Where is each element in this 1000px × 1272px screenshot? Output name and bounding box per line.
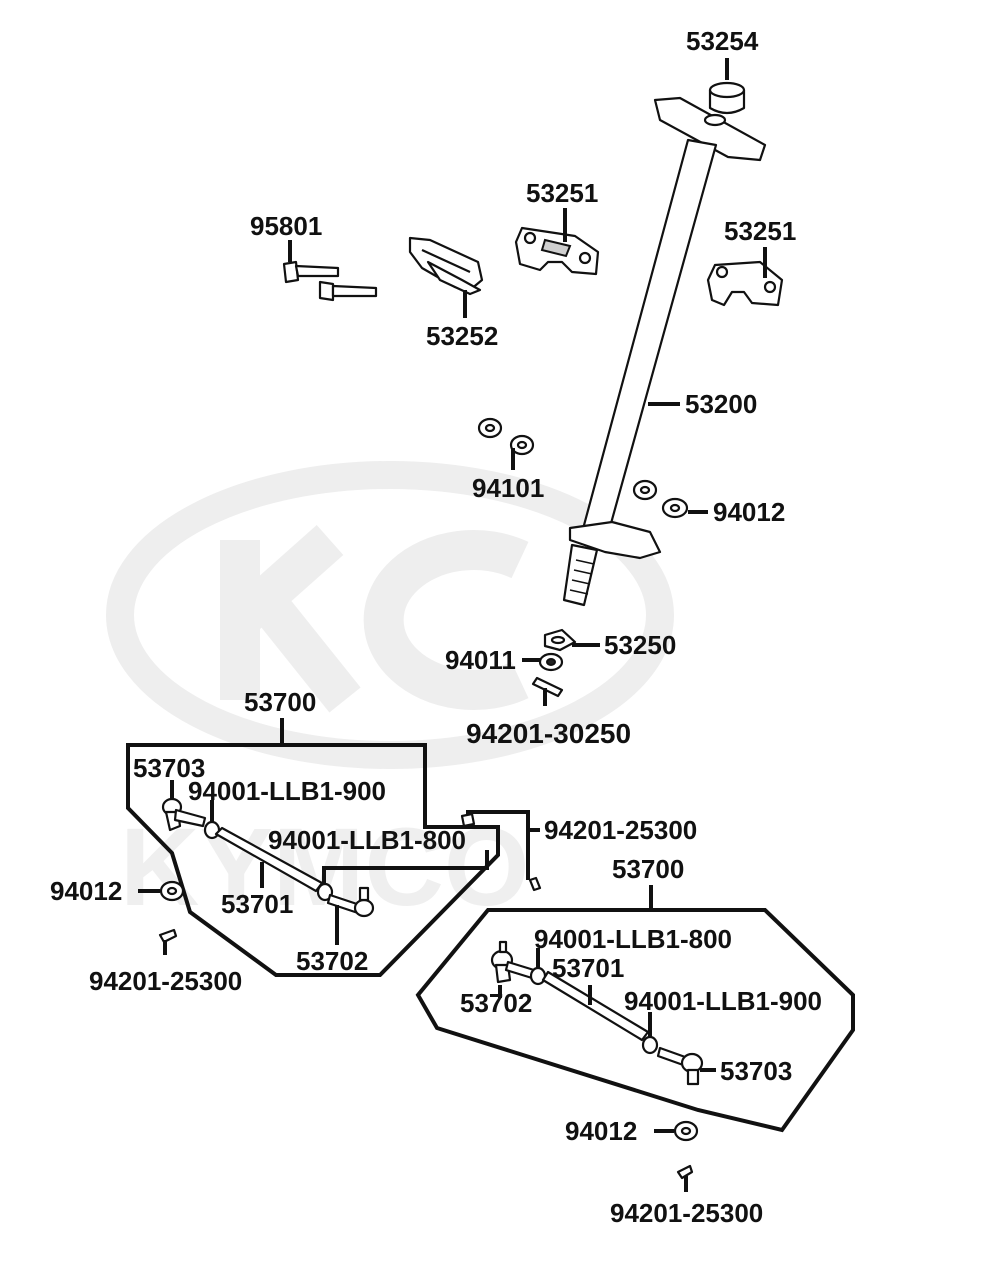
label-94201-25300-left: 94201-25300 xyxy=(89,966,242,996)
nut-94012-top-a xyxy=(632,479,658,501)
bushing-53254 xyxy=(708,81,746,115)
label-53701-right: 53701 xyxy=(552,953,624,983)
label-95801: 95801 xyxy=(250,211,322,241)
nut-94001-llb1-900-right xyxy=(641,1035,659,1055)
label-53252: 53252 xyxy=(426,321,498,351)
label-53702-right: 53702 xyxy=(460,988,532,1018)
handlebar-holder-53251-right xyxy=(706,260,784,307)
tie-rod-assembly-left: 53700 53703 94001-LLB1-900 53701 xyxy=(126,687,500,977)
top-plate-hole xyxy=(703,113,727,127)
washer-53250 xyxy=(543,628,577,652)
label-53250: 53250 xyxy=(604,630,676,660)
label-53254: 53254 xyxy=(686,26,759,56)
nut-94012-left xyxy=(159,880,185,902)
label-53251-right: 53251 xyxy=(724,216,796,246)
group-outline-53700-left xyxy=(126,743,500,977)
label-53703-left: 53703 xyxy=(133,753,205,783)
nut-94001-llb1-800-right xyxy=(529,966,547,986)
castle-nut-94011 xyxy=(538,652,564,672)
ball-joint-53702-left xyxy=(326,886,375,918)
ball-joint-53702-right xyxy=(490,940,536,984)
cotter-pin-94201-25300-left xyxy=(158,928,178,944)
label-94011: 94011 xyxy=(445,645,516,675)
label-94201-25300-mid: 94201-25300 xyxy=(544,815,697,845)
label-53703-right: 53703 xyxy=(720,1056,792,1086)
column-lower-plate xyxy=(568,520,662,560)
label-94001-800-left: 94001-LLB1-800 xyxy=(268,825,466,855)
label-94001-900-right: 94001-LLB1-900 xyxy=(624,986,822,1016)
nut-94101-a xyxy=(477,417,503,439)
label-94012-bottom: 94012 xyxy=(565,1116,637,1146)
label-53701-left: 53701 xyxy=(221,889,293,919)
ball-joint-53703-right xyxy=(656,1046,704,1086)
label-94001-900-left: 94001-LLB1-900 xyxy=(188,776,386,806)
label-53702-left: 53702 xyxy=(296,946,368,976)
bolt-95801-upper xyxy=(282,260,340,284)
bolt-95801-lower xyxy=(318,280,378,302)
group-outline-53700-right xyxy=(415,908,855,1133)
shaft-thread-lines xyxy=(569,559,595,595)
cotter-pin-94201-25300-mid xyxy=(460,812,542,892)
leader-94201-25300-mid xyxy=(466,810,530,880)
tie-rod-assembly-right: 53700 53702 94001-LLB1-800 53701 94001-L… xyxy=(415,854,855,1133)
column-top-plate xyxy=(653,96,767,162)
label-53700-left: 53700 xyxy=(244,687,316,717)
label-94101: 94101 xyxy=(472,473,544,503)
label-53700-right: 53700 xyxy=(612,854,684,884)
cotter-pin-94201-30250 xyxy=(531,676,564,698)
steering-column-group: 53254 53200 53251 xyxy=(250,26,796,749)
nut-94012-bottom xyxy=(673,1120,699,1142)
nut-94101-b xyxy=(509,434,535,456)
label-94201-30250: 94201-30250 xyxy=(466,718,631,749)
clamp-53252 xyxy=(408,236,484,296)
label-53200: 53200 xyxy=(685,389,757,419)
ball-joint-53703-left xyxy=(161,797,207,832)
label-94201-25300-bottom: 94201-25300 xyxy=(610,1198,763,1228)
nut-94012-top-b xyxy=(661,497,689,519)
label-94001-800-right: 94001-LLB1-800 xyxy=(534,924,732,954)
label-94012-top: 94012 xyxy=(713,497,785,527)
leader-94001-800-left xyxy=(322,850,489,885)
shaft-threaded-end xyxy=(562,543,599,607)
label-53251-left: 53251 xyxy=(526,178,598,208)
cotter-pin-94201-25300-bottom xyxy=(676,1164,694,1180)
handlebar-holder-53251-left xyxy=(514,226,600,276)
label-94012-left: 94012 xyxy=(50,876,122,906)
